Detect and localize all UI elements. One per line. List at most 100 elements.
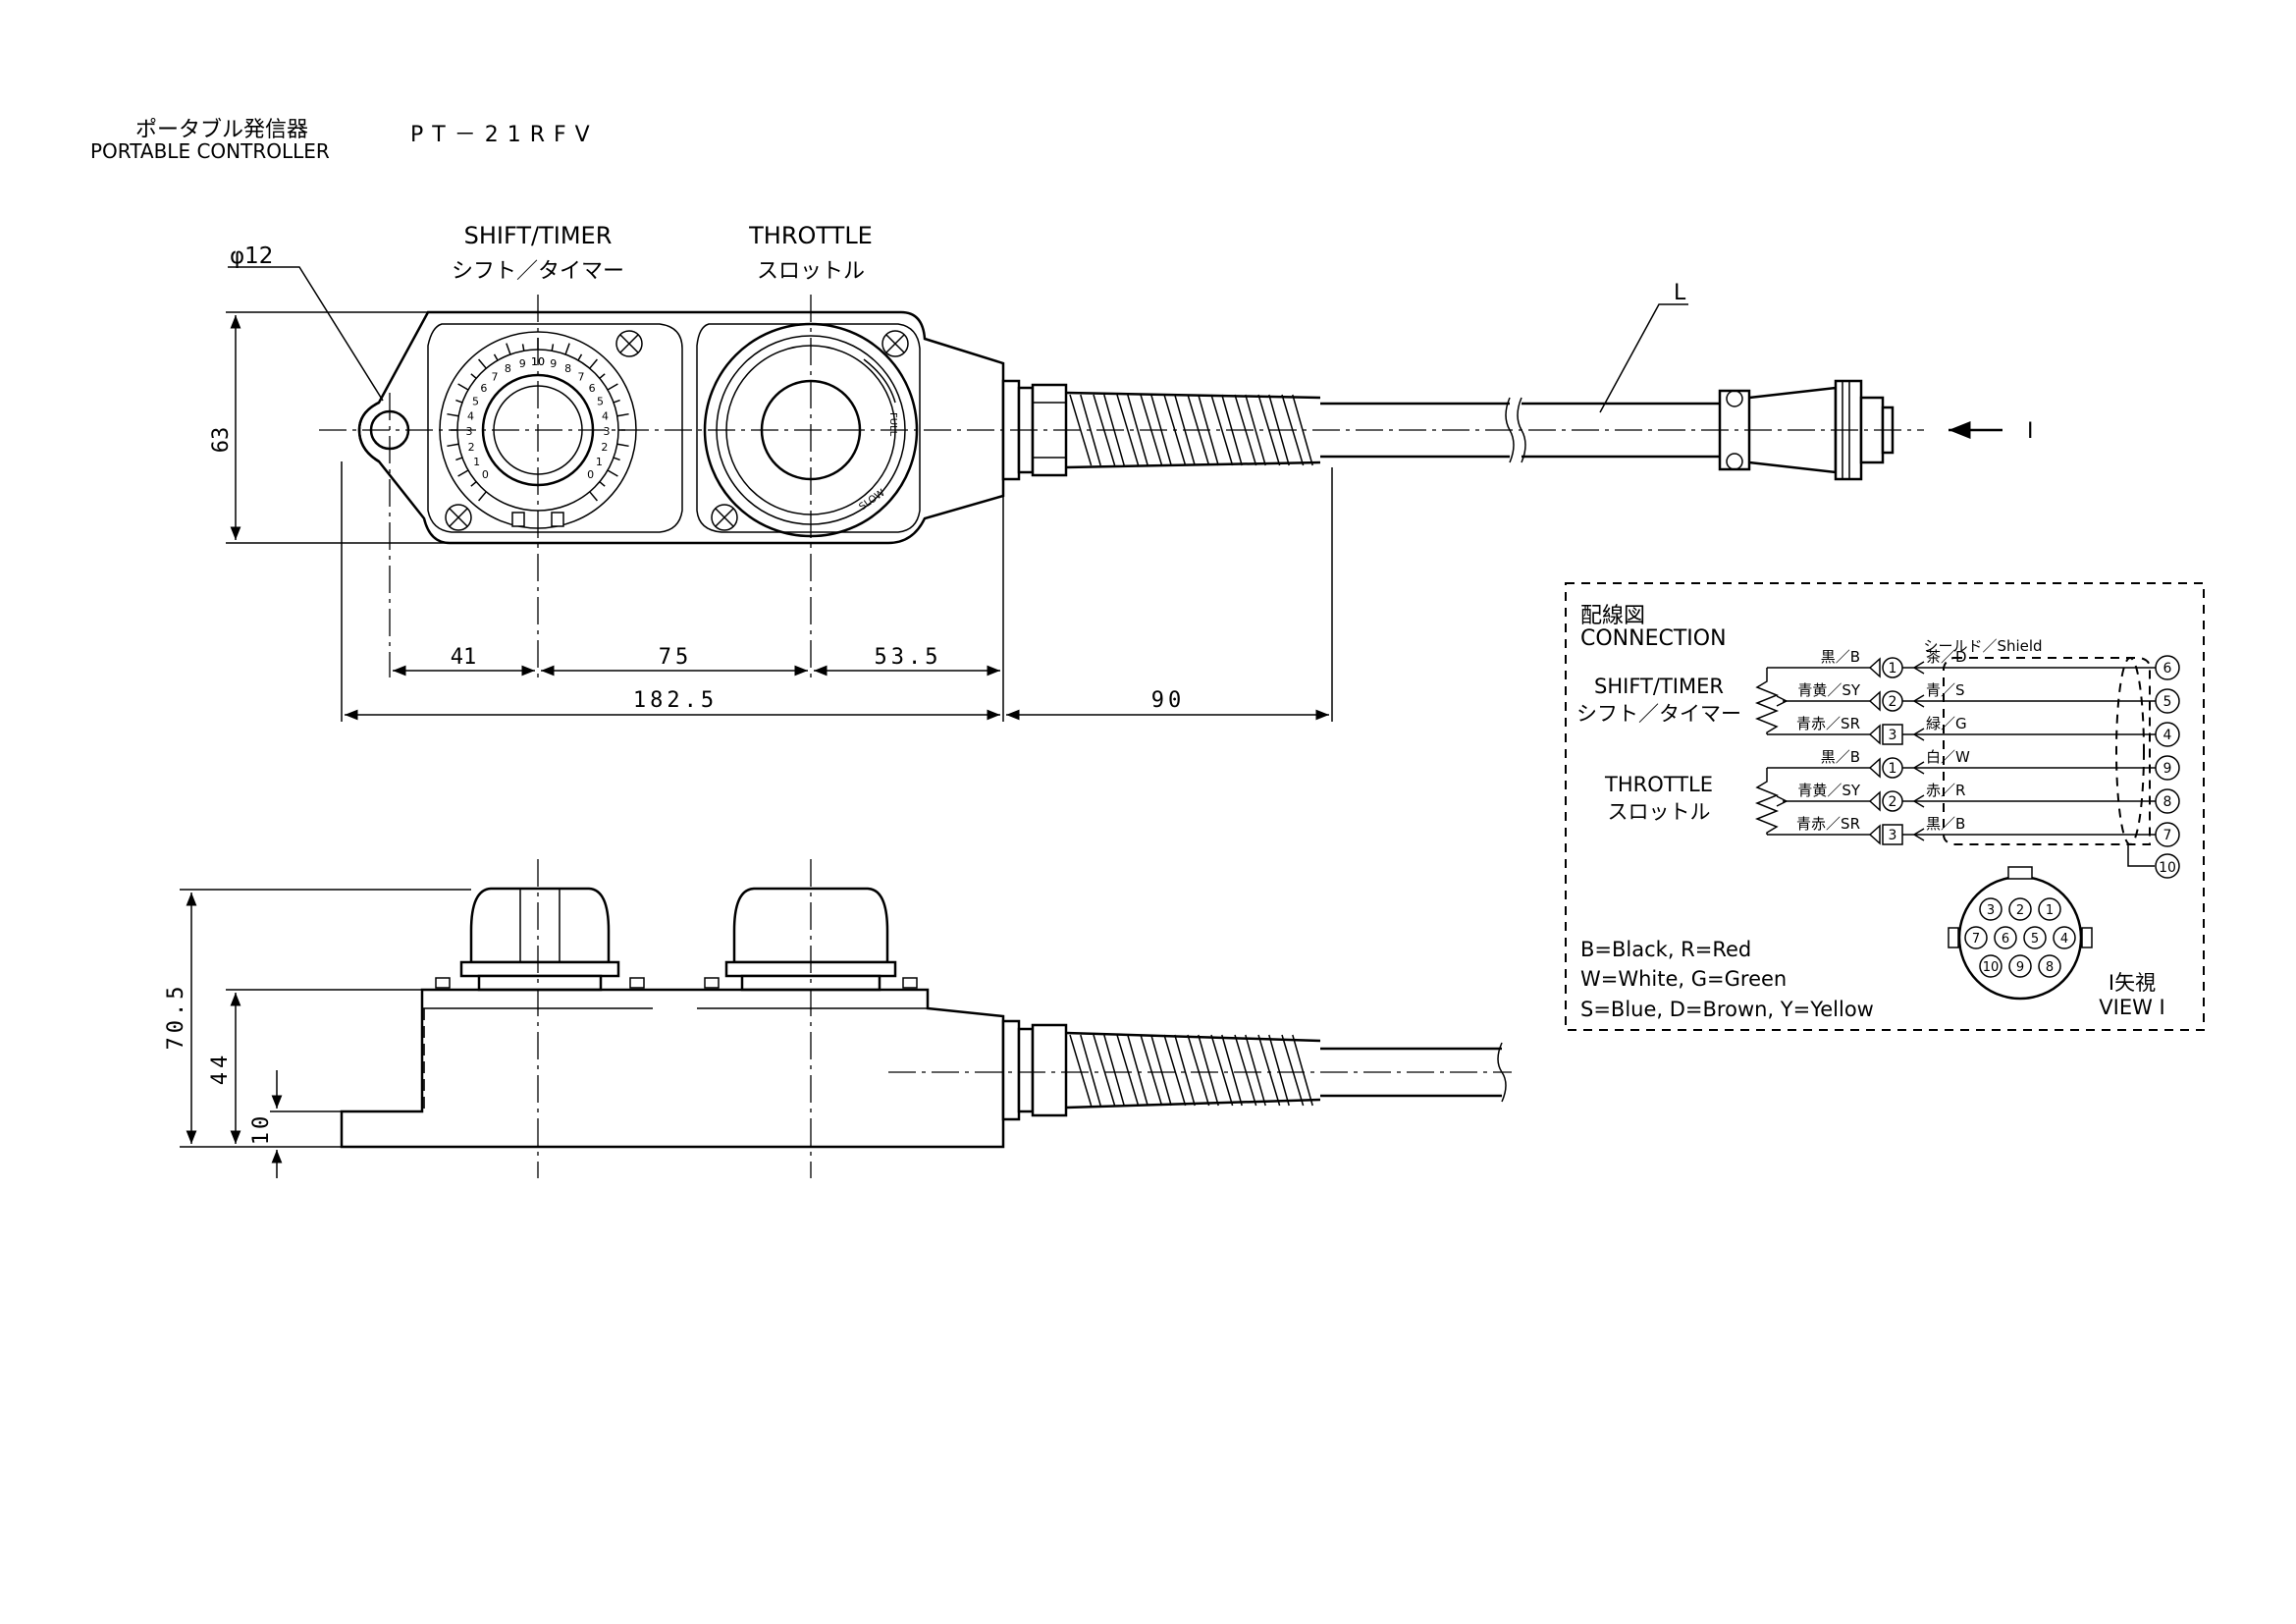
title-en: PORTABLE CONTROLLER bbox=[90, 139, 330, 163]
wire-color-right: 茶／D bbox=[1926, 648, 1967, 666]
wire-color-right: 青／S bbox=[1926, 681, 1965, 699]
terminal-number: 1 bbox=[1889, 761, 1897, 777]
spring-coil bbox=[1268, 1034, 1290, 1107]
view-label-en: VIEW Ⅰ bbox=[2099, 996, 2164, 1019]
dial-tick bbox=[478, 491, 487, 502]
dial-number-left: 5 bbox=[472, 395, 479, 407]
dial-tick bbox=[447, 443, 459, 448]
dial-tick bbox=[551, 344, 555, 352]
spring-coil bbox=[1174, 1034, 1196, 1107]
connection-diagram: 配線図 CONNECTION シールド／Shield SHIFT/TIMER シ… bbox=[1565, 582, 2205, 1031]
terminal-arrow bbox=[1868, 790, 1881, 812]
screw-icon bbox=[711, 504, 738, 531]
knob2-label-jp: スロットル bbox=[757, 259, 865, 284]
dial-tick bbox=[589, 358, 598, 369]
screw-icon bbox=[445, 504, 472, 531]
wire-color-left: 黒／B bbox=[1821, 748, 1860, 766]
wire-arrow bbox=[1913, 761, 1925, 775]
face-pin bbox=[2023, 926, 2047, 949]
spring-coil bbox=[1245, 394, 1266, 466]
wire-color-left: 黒／B bbox=[1821, 648, 1860, 666]
title-block: ポータブル発信器 PORTABLE CONTROLLER PT－21RFV bbox=[90, 118, 599, 163]
group2-label-en: THROTTLE bbox=[1604, 773, 1713, 796]
wire-color-right: 赤／R bbox=[1926, 782, 1965, 799]
dial-tick bbox=[616, 443, 629, 448]
legend-line-1: B=Black, R=Red bbox=[1580, 938, 1751, 961]
wire-arrow bbox=[1913, 794, 1925, 808]
face-pin-number: 8 bbox=[2046, 960, 2054, 975]
face-pin bbox=[2008, 954, 2032, 978]
face-pin bbox=[2038, 897, 2061, 921]
dial-tick bbox=[616, 412, 629, 417]
dial-number-right: 6 bbox=[589, 382, 596, 395]
connector-pin-marker bbox=[2155, 655, 2180, 680]
spring-coil bbox=[1187, 1034, 1210, 1107]
spring-coil bbox=[1116, 394, 1140, 466]
spring-coil bbox=[1103, 1034, 1125, 1107]
face-pin-number: 7 bbox=[1972, 932, 1980, 947]
spring-coil bbox=[1234, 1034, 1257, 1107]
knob1-label-en: SHIFT/TIMER bbox=[464, 222, 613, 249]
dial-number-right: 8 bbox=[564, 362, 571, 375]
connection-title-en: CONNECTION bbox=[1580, 626, 1727, 651]
wire-color-right: 黒／B bbox=[1926, 815, 1965, 833]
view-arrow-label: I bbox=[2027, 419, 2034, 444]
connector-pin-number: 6 bbox=[2163, 661, 2172, 677]
model-number: PT－21RFV bbox=[410, 123, 599, 147]
dial-tick bbox=[455, 399, 463, 404]
terminal-number: 3 bbox=[1889, 828, 1897, 843]
terminal-arrow bbox=[1868, 690, 1881, 712]
dial-tick bbox=[613, 399, 620, 404]
wire-arrow bbox=[1913, 694, 1925, 708]
dial-tick bbox=[457, 469, 469, 477]
dial-tick bbox=[506, 343, 511, 355]
spring-coil bbox=[1163, 1034, 1187, 1107]
group2-label-jp: スロットル bbox=[1608, 800, 1711, 824]
cable-length-label: L bbox=[1674, 281, 1686, 305]
connector-pin-marker bbox=[2155, 722, 2180, 747]
legend-line-3: S=Blue, D=Brown, Y=Yellow bbox=[1580, 998, 1874, 1021]
dial-number-right: 9 bbox=[550, 357, 557, 370]
dial-tick bbox=[447, 412, 459, 417]
dim-height: 63 bbox=[209, 427, 234, 454]
connection-title-jp: 配線図 bbox=[1580, 604, 1645, 628]
shield-label: シールド／Shield bbox=[1923, 637, 2042, 655]
hole-diameter-label: φ12 bbox=[230, 244, 273, 269]
dial-tick bbox=[493, 353, 499, 361]
dial-number-left: 8 bbox=[505, 362, 511, 375]
controller-body-outline bbox=[357, 310, 1005, 545]
wire-color-right: 白／W bbox=[1926, 748, 1970, 766]
dial-tick bbox=[564, 343, 570, 355]
legend-line-2: W=White, G=Green bbox=[1580, 967, 1787, 991]
knob2-label-en: THROTTLE bbox=[748, 222, 873, 249]
spring-coil bbox=[1257, 394, 1281, 466]
connector-pin-marker bbox=[2155, 688, 2180, 714]
spring-coil bbox=[1093, 1034, 1116, 1107]
spring-coil bbox=[1198, 1034, 1219, 1107]
wire-color-left: 青黄／SY bbox=[1797, 782, 1861, 799]
connector-pin-number: 8 bbox=[2163, 794, 2172, 810]
spring-coil bbox=[1292, 1034, 1313, 1107]
full-label: FULL bbox=[887, 412, 898, 437]
wire-color-left: 青赤／SR bbox=[1796, 815, 1860, 833]
connector-pin-marker bbox=[2155, 755, 2180, 781]
dim-75: 75 bbox=[659, 645, 693, 670]
view-label-jp: Ⅰ矢視 bbox=[2109, 971, 2156, 995]
dial-tick bbox=[455, 457, 463, 461]
terminal-number: 1 bbox=[1889, 661, 1897, 677]
face-pin-number: 4 bbox=[2060, 932, 2068, 947]
dial-number-left: 2 bbox=[468, 441, 475, 454]
dial-tick bbox=[589, 491, 598, 502]
dial-number-left: 0 bbox=[482, 468, 489, 481]
pin-10-marker: 10 bbox=[2155, 853, 2180, 879]
face-pin-number: 6 bbox=[2002, 932, 2009, 947]
spring-coil bbox=[1116, 1034, 1140, 1107]
face-pin-number: 3 bbox=[1987, 903, 1995, 918]
dial-tick bbox=[607, 469, 618, 477]
face-pin-number: 1 bbox=[2046, 903, 2054, 918]
terminal-number: 2 bbox=[1889, 794, 1897, 810]
face-pin bbox=[2053, 926, 2076, 949]
connector-pin-number: 5 bbox=[2163, 694, 2172, 710]
face-pin-number: 10 bbox=[1983, 960, 2000, 975]
cable: L bbox=[1320, 281, 1720, 463]
